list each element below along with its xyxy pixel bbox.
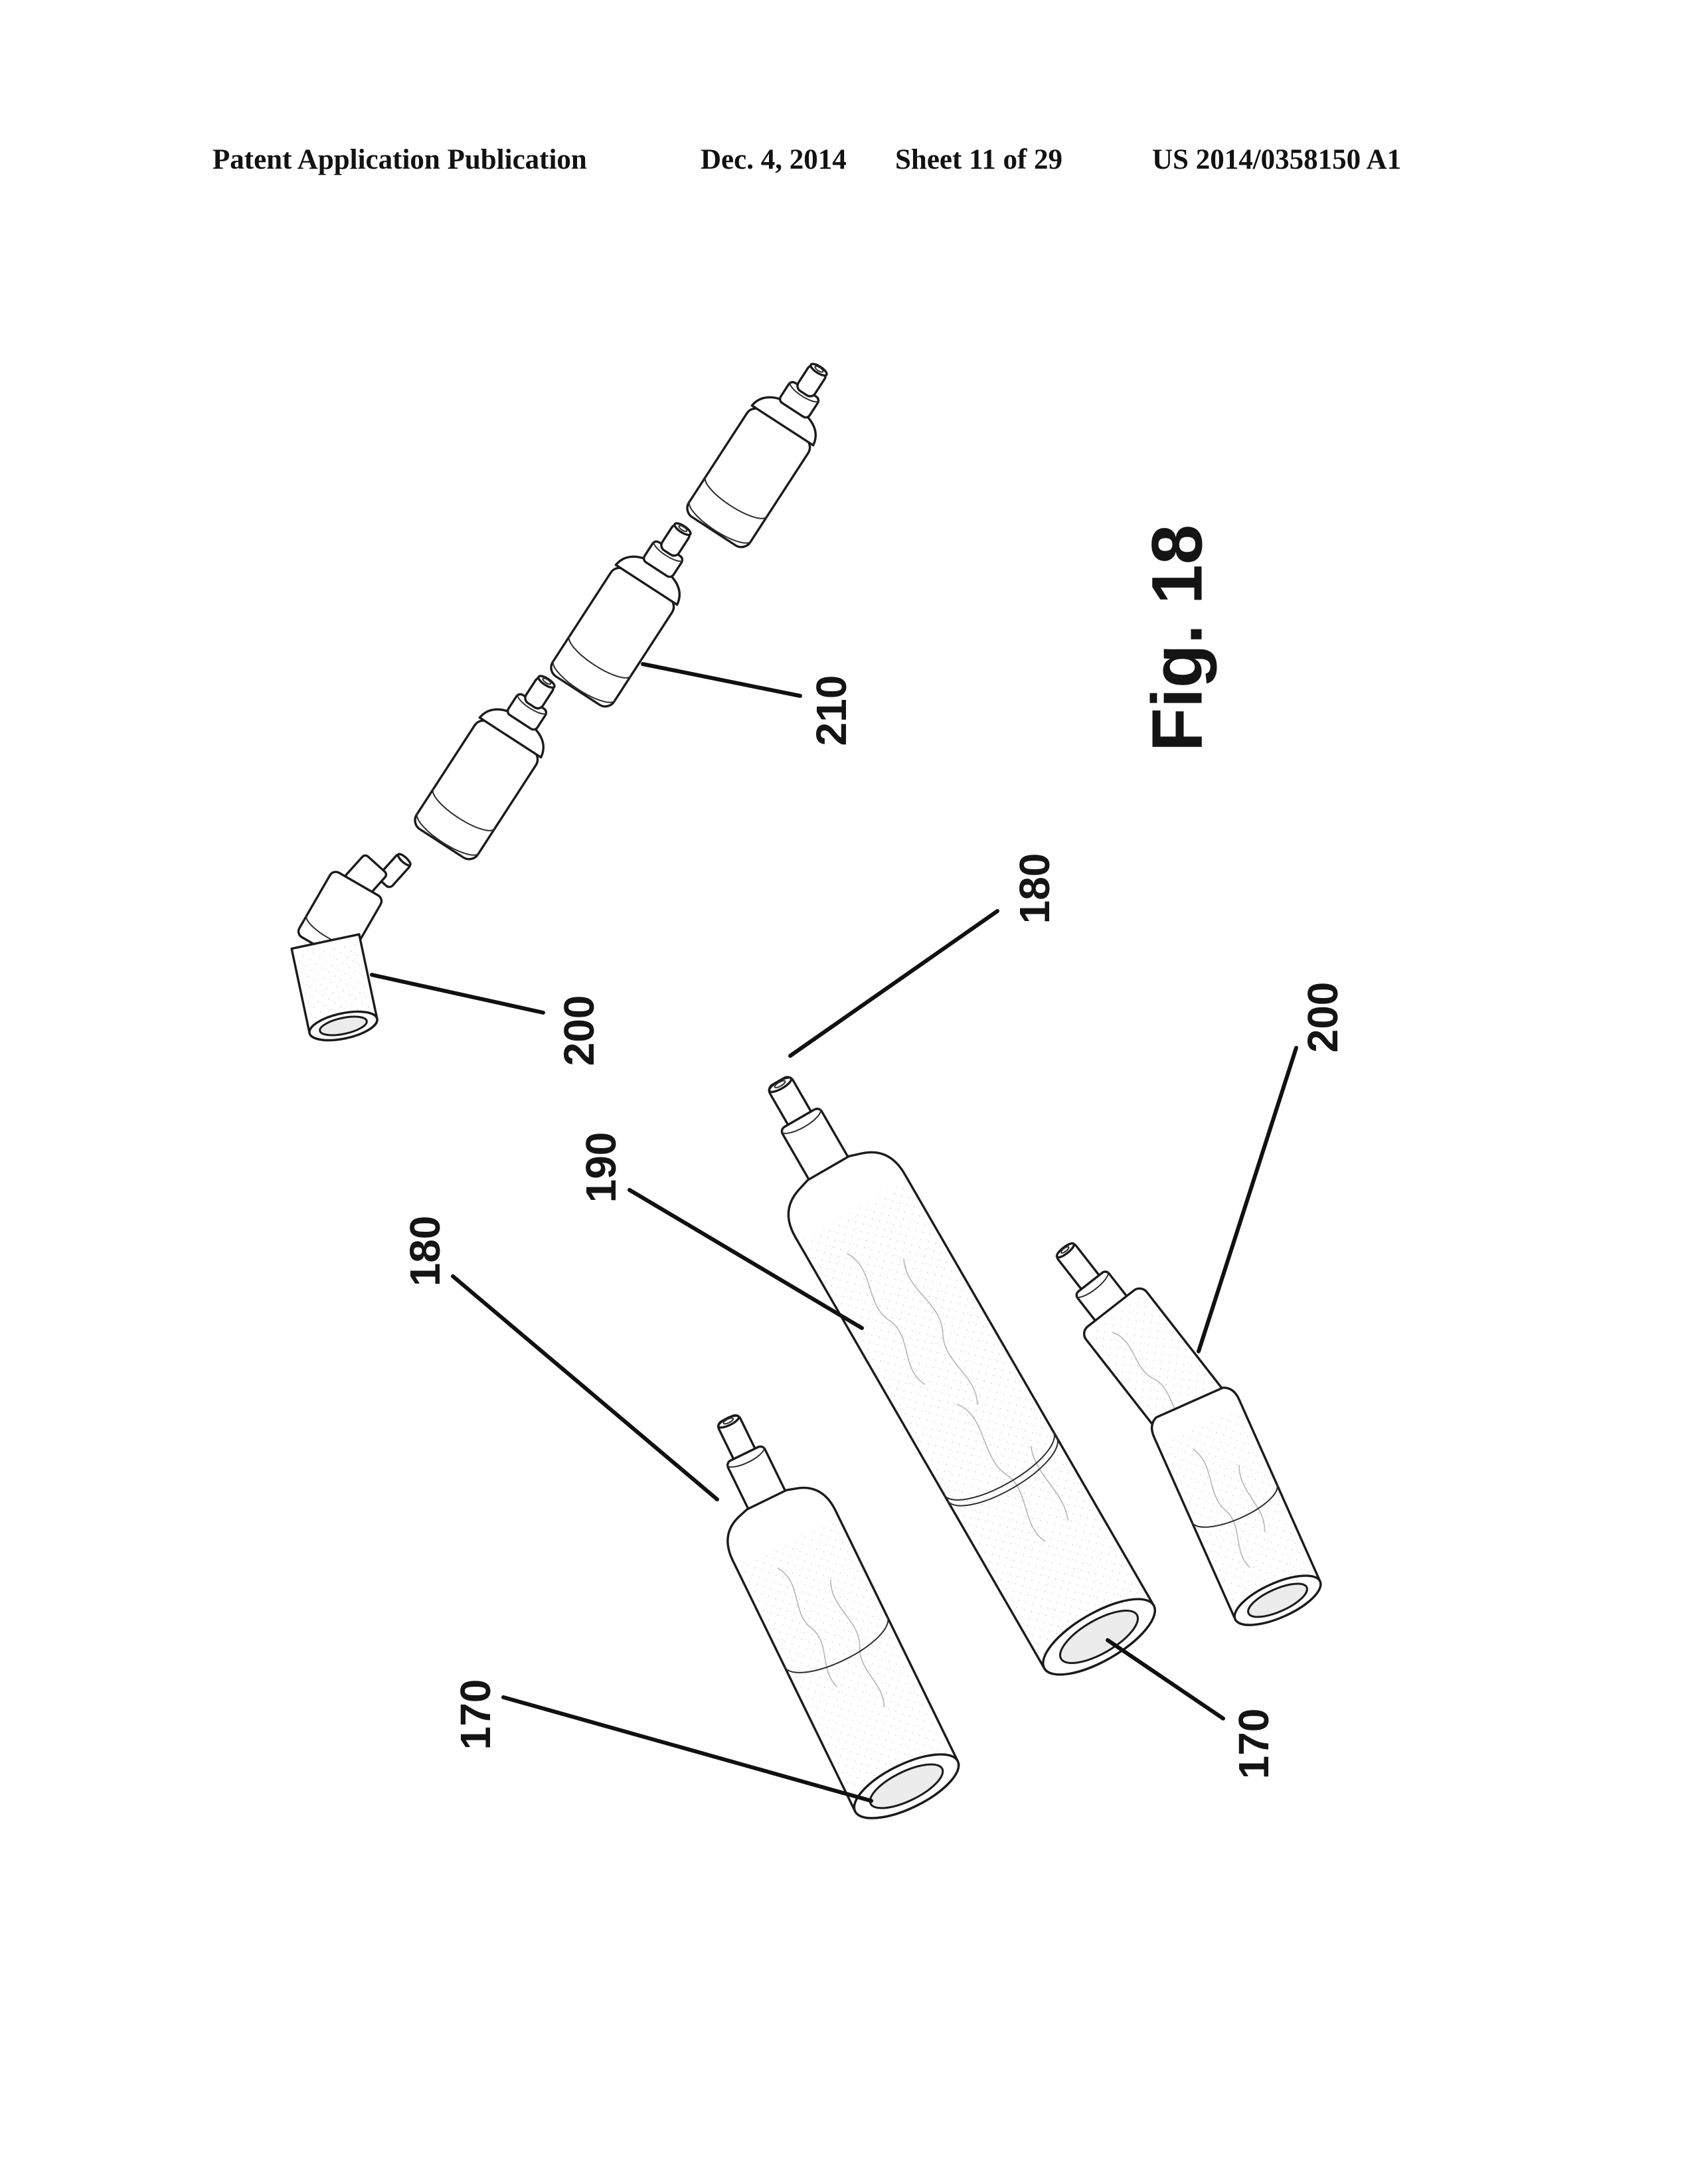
ref-label-190: 190 [577,1132,625,1203]
leader-200-left [370,973,545,1015]
ref-label-200-right: 200 [1299,982,1347,1053]
ref-label-210: 210 [807,675,855,746]
ref-label-170-center: 170 [1230,1709,1278,1780]
ref-label-180-upper: 180 [1011,853,1058,924]
ref-label-170-left: 170 [452,1679,499,1750]
leader-190 [628,1188,864,1330]
part-cap-middle [410,657,580,865]
part-curved-200-right [1055,1242,1322,1626]
leader-170-center [1106,1638,1225,1721]
figure-label: Fig. 18 [1137,525,1217,752]
part-cap-top [682,345,853,552]
header-publication-title: Patent Application Publication [212,144,587,175]
part-body-center [768,1076,1156,1676]
leader-210 [641,662,802,698]
header-sheet-count: Sheet 11 of 29 [895,144,1063,175]
part-cap-210 [546,505,717,712]
header-publication-number: US 2014/0358150 A1 [1152,144,1402,175]
leader-200-right [1197,1046,1298,1353]
ref-label-200-left: 200 [555,995,603,1066]
header-date: Dec. 4, 2014 [701,144,847,175]
leader-180-upper [788,909,999,1058]
leader-180-left [451,1274,719,1501]
ref-label-180-left: 180 [401,1216,449,1287]
leader-lines [370,662,1298,1803]
leader-170-left [501,1695,873,1803]
part-body-left [717,1414,960,1819]
part-curved-cap-200-left [290,853,412,1042]
